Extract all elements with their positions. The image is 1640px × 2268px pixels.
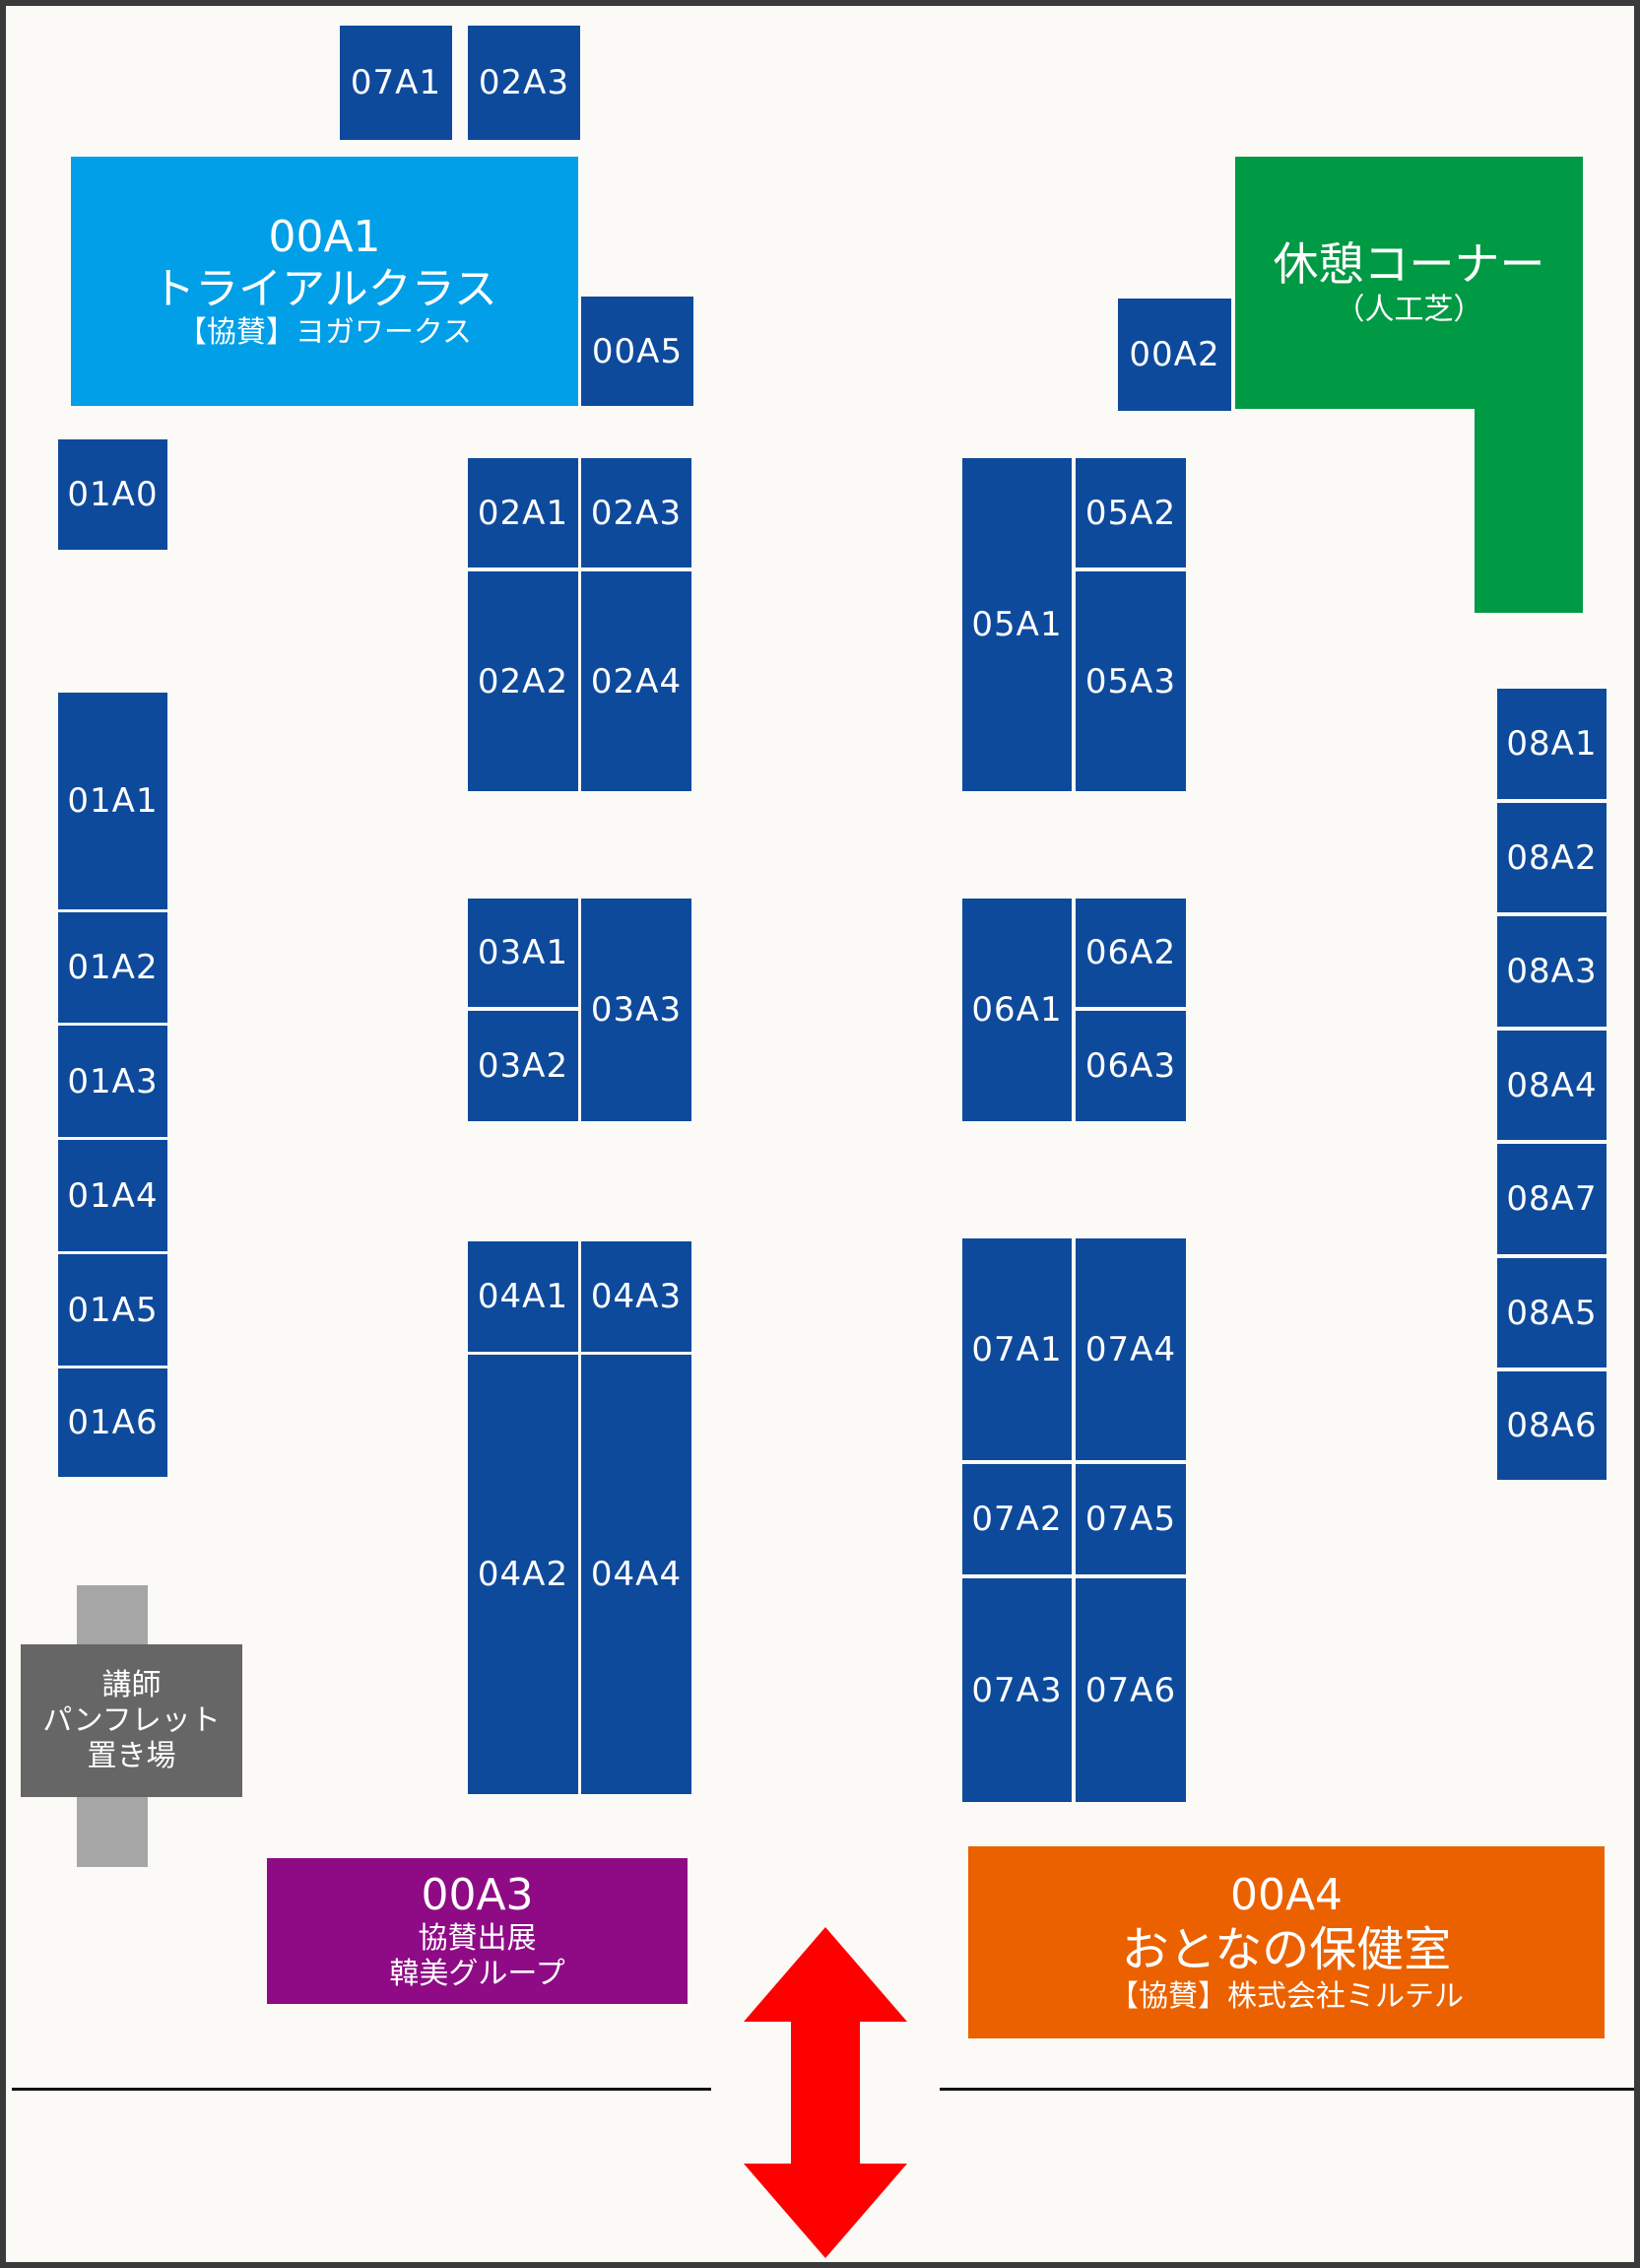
booth-07A4[interactable]: 07A4 xyxy=(1076,1238,1186,1460)
booth-04A2[interactable]: 04A2 xyxy=(468,1355,578,1794)
booth-04A3[interactable]: 04A3 xyxy=(581,1241,691,1352)
booth-07A3[interactable]: 07A3 xyxy=(962,1578,1072,1802)
booth-08A3[interactable]: 08A3 xyxy=(1497,916,1607,1027)
pamphlet-area[interactable]: 講師 パンフレット 置き場 xyxy=(21,1644,242,1797)
sponsor-00A3-zone[interactable]: 00A3 協賛出展 韓美グループ xyxy=(267,1858,688,2004)
booth-02A3[interactable]: 02A3 xyxy=(581,458,691,567)
booth-00A2[interactable]: 00A2 xyxy=(1118,299,1231,411)
pamphlet-line1: 講師 xyxy=(101,1667,162,1702)
booth-02A4[interactable]: 02A4 xyxy=(581,571,691,791)
booth-07A6[interactable]: 07A6 xyxy=(1076,1578,1186,1802)
double-arrow-vertical-icon xyxy=(744,1927,907,2258)
booth-08A1[interactable]: 08A1 xyxy=(1497,689,1607,799)
trial-class-name: トライアルクラス xyxy=(152,263,497,314)
booth-08A4[interactable]: 08A4 xyxy=(1497,1031,1607,1140)
rest-corner-leg[interactable] xyxy=(1475,409,1583,613)
booth-08A5[interactable]: 08A5 xyxy=(1497,1258,1607,1367)
wall-line-right xyxy=(940,2088,1634,2091)
booth-02A3-top[interactable]: 02A3 xyxy=(468,26,580,140)
booth-06A2[interactable]: 06A2 xyxy=(1076,899,1186,1007)
sponsor-00A3-line2: 韓美グループ xyxy=(389,1957,565,1992)
rest-corner-sub: （人工芝） xyxy=(1335,292,1483,327)
booth-07A2[interactable]: 07A2 xyxy=(962,1464,1072,1574)
booth-07A1-top[interactable]: 07A1 xyxy=(340,26,452,140)
booth-05A3[interactable]: 05A3 xyxy=(1076,571,1186,791)
pamphlet-line2: パンフレット xyxy=(42,1702,221,1738)
booth-01A3[interactable]: 01A3 xyxy=(58,1026,167,1137)
booth-08A6[interactable]: 08A6 xyxy=(1497,1371,1607,1480)
wall-line-left xyxy=(12,2088,711,2091)
booth-01A0[interactable]: 01A0 xyxy=(58,439,167,550)
trial-class-zone[interactable]: 00A1 トライアルクラス 【協賛】ヨガワークス xyxy=(71,157,578,406)
booth-04A4[interactable]: 04A4 xyxy=(581,1355,691,1794)
booth-02A2[interactable]: 02A2 xyxy=(468,571,578,791)
sponsor-00A3-line1: 協賛出展 xyxy=(418,1921,537,1957)
rest-corner-label: 休憩コーナー （人工芝） xyxy=(1235,157,1583,409)
booth-04A1[interactable]: 04A1 xyxy=(468,1241,578,1352)
pamphlet-line3: 置き場 xyxy=(87,1738,176,1773)
booth-02A1[interactable]: 02A1 xyxy=(468,458,578,567)
rest-corner-name: 休憩コーナー xyxy=(1273,237,1545,292)
booth-00A5[interactable]: 00A5 xyxy=(581,297,693,406)
sponsor-00A4-sponsor: 【協賛】株式会社ミルテル xyxy=(1109,1978,1464,2014)
booth-08A7[interactable]: 08A7 xyxy=(1497,1144,1607,1254)
booth-07A5[interactable]: 07A5 xyxy=(1076,1464,1186,1574)
booth-03A1[interactable]: 03A1 xyxy=(468,899,578,1007)
booth-03A2[interactable]: 03A2 xyxy=(468,1011,578,1121)
booth-06A3[interactable]: 06A3 xyxy=(1076,1011,1186,1121)
rest-corner-top[interactable] xyxy=(1235,157,1583,409)
sponsor-00A3-code: 00A3 xyxy=(421,1869,534,1920)
booth-01A1[interactable]: 01A1 xyxy=(58,693,167,909)
booth-01A6[interactable]: 01A6 xyxy=(58,1368,167,1477)
sponsor-00A4-code: 00A4 xyxy=(1229,1870,1344,1921)
booth-06A1[interactable]: 06A1 xyxy=(962,899,1072,1121)
sponsor-00A4-name: おとなの保健室 xyxy=(1121,1922,1452,1978)
trial-class-sponsor: 【協賛】ヨガワークス xyxy=(176,315,473,351)
booth-08A2[interactable]: 08A2 xyxy=(1497,803,1607,912)
booth-03A3[interactable]: 03A3 xyxy=(581,899,691,1121)
booth-05A2[interactable]: 05A2 xyxy=(1076,458,1186,567)
sponsor-00A4-zone[interactable]: 00A4 おとなの保健室 【協賛】株式会社ミルテル xyxy=(968,1846,1605,2038)
booth-01A4[interactable]: 01A4 xyxy=(58,1140,167,1251)
booth-01A5[interactable]: 01A5 xyxy=(58,1254,167,1366)
booth-07A1[interactable]: 07A1 xyxy=(962,1238,1072,1460)
booth-05A1[interactable]: 05A1 xyxy=(962,458,1072,791)
trial-class-code: 00A1 xyxy=(268,211,381,262)
booth-01A2[interactable]: 01A2 xyxy=(58,912,167,1023)
